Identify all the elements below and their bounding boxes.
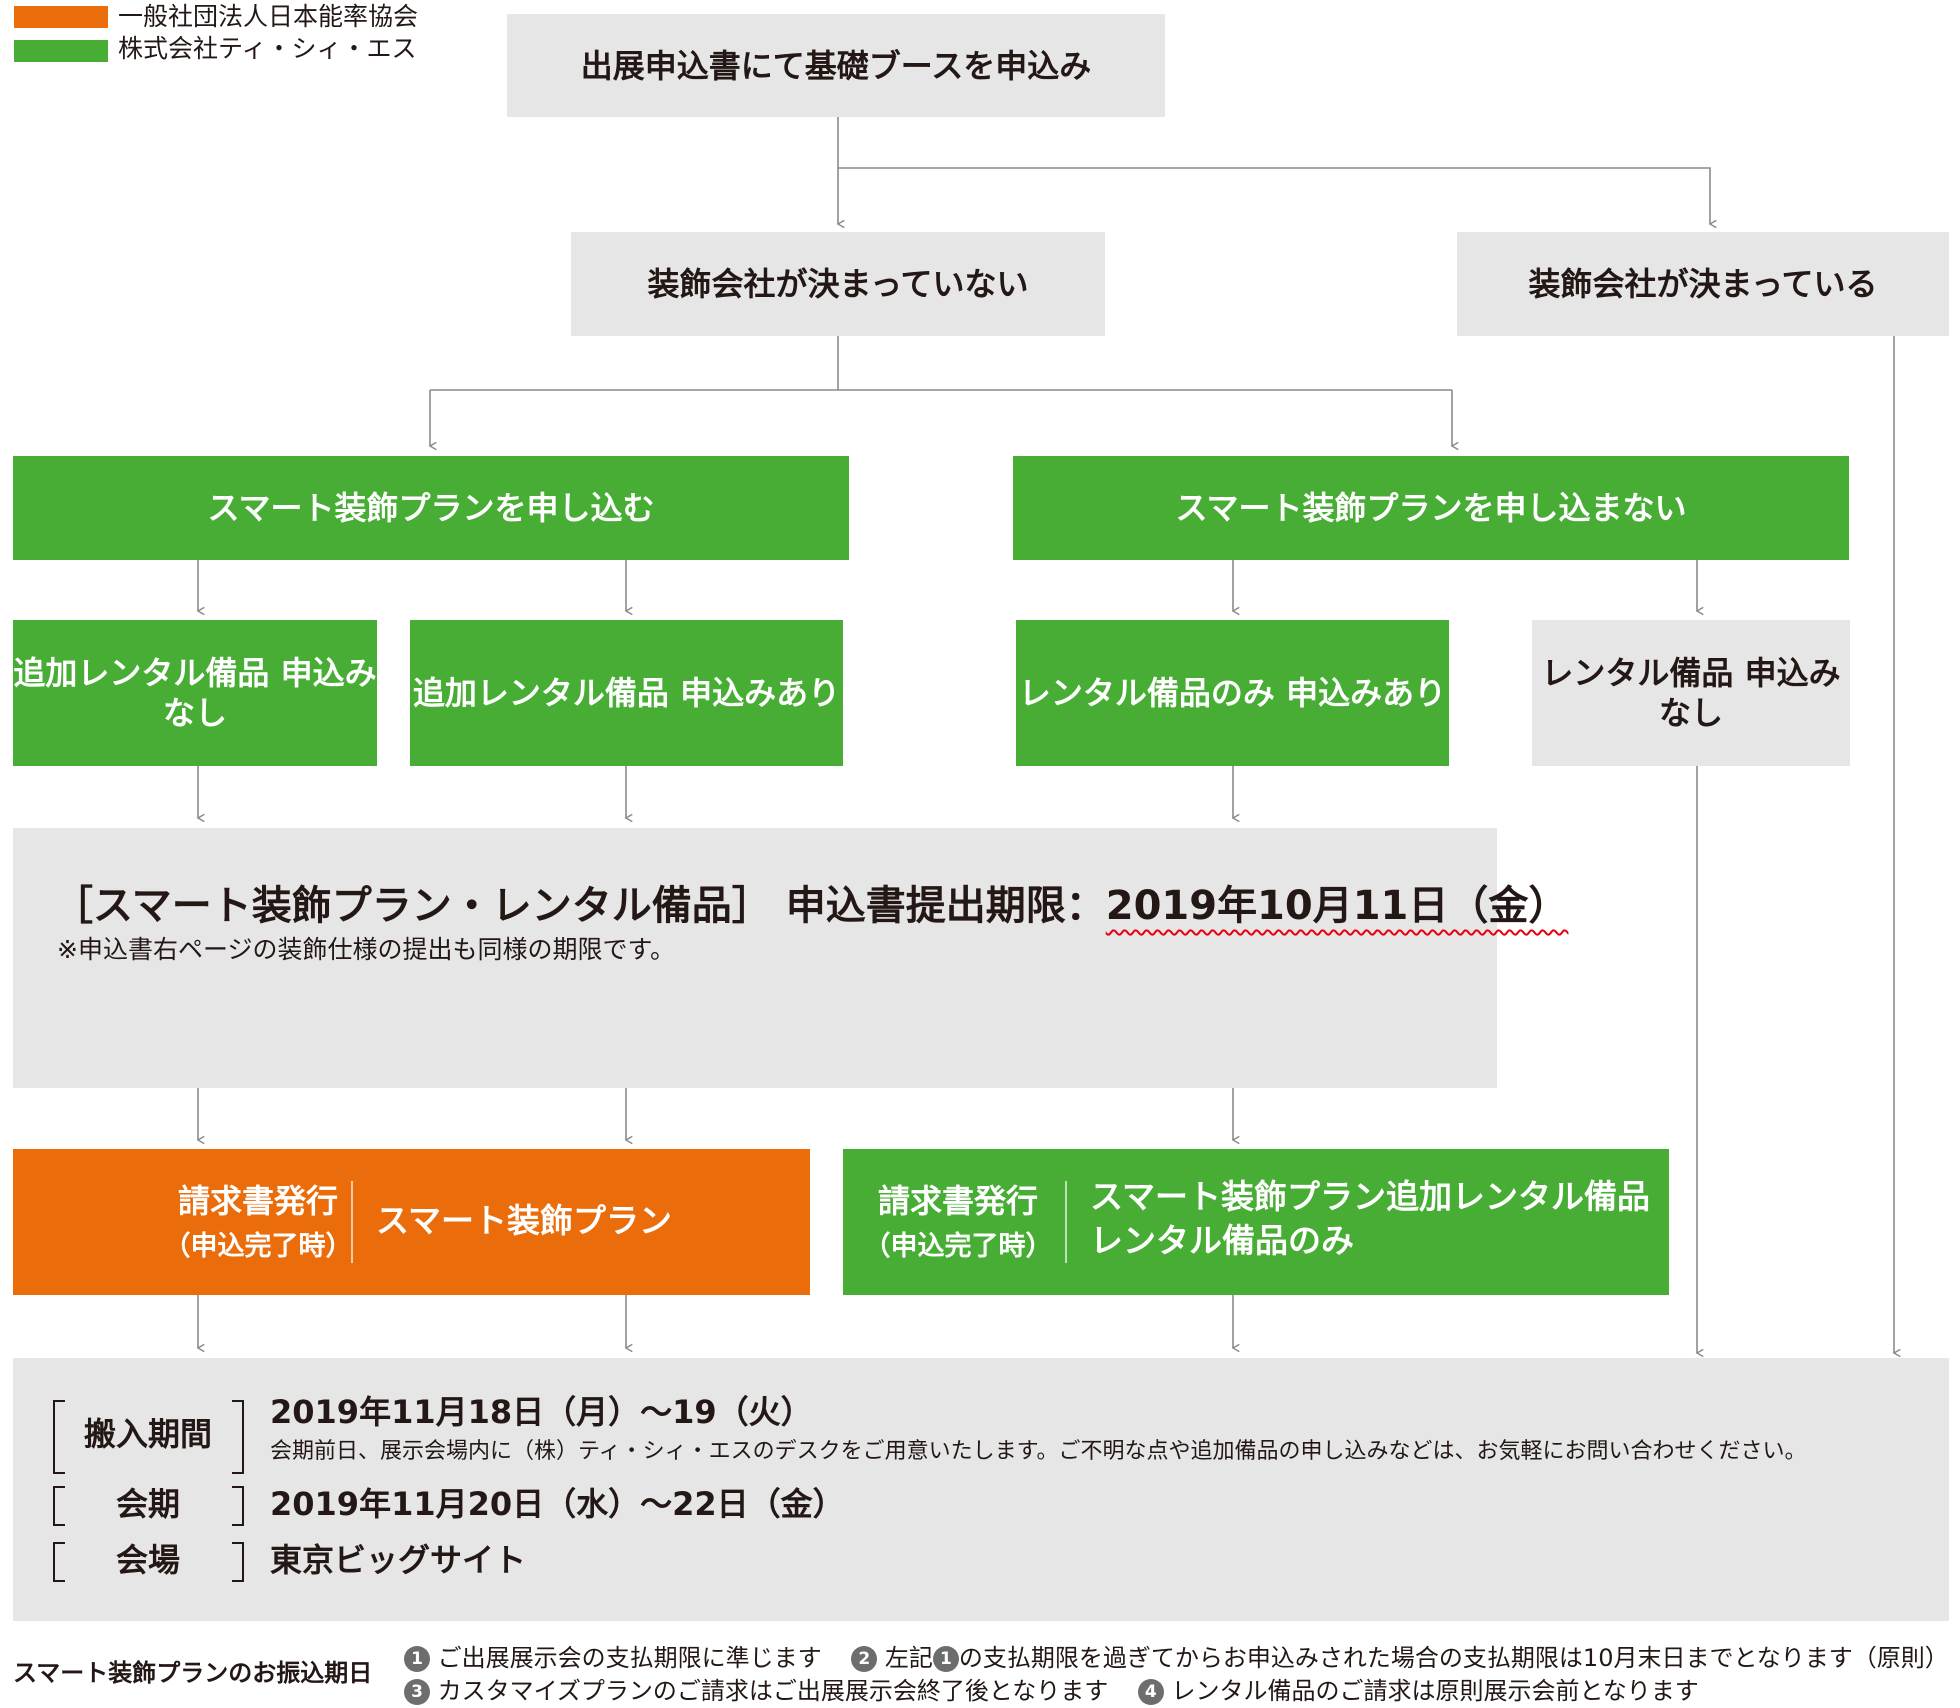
- invoice-jma-sub: （申込完了時）: [163, 1231, 353, 1262]
- deadline-title: ［スマート装飾プラン・レンタル備品］ 申込書提出期限：2019年10月11日（金…: [53, 880, 1568, 932]
- move-in-bracket-left: [53, 1400, 65, 1474]
- deadline-label: ［スマート装飾プラン・レンタル備品］ 申込書提出期限：: [53, 883, 1106, 929]
- period-bracket-left: [53, 1486, 65, 1526]
- payment-text-2b: の支払期限を過ぎてからお申込みされた場合の支払期限は10月末日までとなります（原…: [958, 1644, 1949, 1672]
- venue-value: 東京ビッグサイト: [270, 1541, 527, 1579]
- invoice-jma-divider: [351, 1181, 353, 1263]
- period-label: 会期: [115, 1485, 180, 1523]
- node-extra-rental-yes-line1: 追加レンタル備品: [412, 674, 669, 712]
- node-decorator-undecided-label: 装飾会社が決まっていない: [647, 265, 1029, 303]
- payment-ref-1: 1: [932, 1646, 959, 1672]
- node-decorator-decided: 装飾会社が決まっている: [1457, 232, 1949, 336]
- payment-num-2: 2: [851, 1646, 878, 1672]
- invoice-jma-head: 請求書発行: [177, 1182, 338, 1220]
- node-rental-only-yes-line2: 申込みあり: [1286, 674, 1447, 712]
- node-rental-only-yes: レンタル備品のみ 申込みあり: [1016, 620, 1449, 766]
- node-extra-rental-none-line2: 申込みなし: [162, 654, 377, 732]
- invoice-tcs-item-2: レンタル備品のみ: [1090, 1221, 1354, 1260]
- node-smart-plan-not-apply-label: スマート装飾プランを申し込まない: [1175, 489, 1687, 527]
- payment-text-3: カスタマイズプランのご請求はご出展展示会終了後となります: [437, 1677, 1109, 1705]
- legend-label-jma: 一般社団法人日本能率協会: [118, 2, 419, 31]
- move-in-bracket-right: [232, 1400, 244, 1474]
- invoice-tcs-divider: [1065, 1181, 1067, 1263]
- payment-text-1: ご出展展示会の支払期限に準じます: [437, 1644, 822, 1672]
- invoice-jma: 請求書発行 （申込完了時） スマート装飾プラン: [13, 1149, 810, 1295]
- node-smart-plan-not-apply: スマート装飾プランを申し込まない: [1013, 456, 1849, 560]
- venue-bracket-left: [53, 1542, 65, 1582]
- node-extra-rental-yes-line2: 申込みあり: [680, 674, 841, 712]
- node-extra-rental-none: 追加レンタル備品 申込みなし: [13, 620, 377, 766]
- node-decorator-decided-label: 装飾会社が決まっている: [1528, 265, 1878, 303]
- payment-num-3: 3: [404, 1679, 430, 1705]
- invoice-tcs-item-1: スマート装飾プラン追加レンタル備品: [1090, 1177, 1651, 1216]
- node-rental-none-line2: 申込みなし: [1658, 654, 1841, 732]
- deadline-panel: ［スマート装飾プラン・レンタル備品］ 申込書提出期限：2019年10月11日（金…: [13, 828, 1568, 1088]
- connector-lines: [196, 117, 1901, 1358]
- legend-swatch-orange: [14, 6, 108, 28]
- node-extra-rental-yes: 追加レンタル備品 申込みあり: [410, 620, 843, 766]
- node-decorator-undecided: 装飾会社が決まっていない: [571, 232, 1105, 336]
- event-info-panel: 搬入期間 2019年11月18日（月）～19（火） 会期前日、展示会場内に（株）…: [13, 1358, 1949, 1621]
- node-rental-none: レンタル備品 申込みなし: [1532, 620, 1850, 766]
- period-value: 2019年11月20日（水）～22日（金）: [270, 1485, 845, 1523]
- node-extra-rental-none-line1: 追加レンタル備品: [13, 654, 270, 692]
- node-smart-plan-apply-label: スマート装飾プランを申し込む: [207, 489, 655, 527]
- legend-swatch-green: [14, 40, 108, 62]
- move-in-label: 搬入期間: [83, 1415, 212, 1453]
- invoice-tcs-sub: （申込完了時）: [863, 1231, 1053, 1262]
- invoice-tcs-head: 請求書発行: [877, 1182, 1038, 1220]
- node-apply-basic-booth: 出展申込書にて基礎ブースを申込み: [507, 14, 1165, 117]
- payment-num-1: 1: [404, 1646, 430, 1672]
- legend-label-tcs: 株式会社ティ・シィ・エス: [118, 34, 417, 63]
- node-apply-basic-booth-label: 出展申込書にて基礎ブースを申込み: [580, 46, 1092, 85]
- deadline-note: ※申込書右ページの装飾仕様の提出も同様の期限です。: [57, 935, 675, 964]
- payment-title: スマート装飾プランのお振込期日: [13, 1659, 373, 1687]
- invoice-tcs: 請求書発行 （申込完了時） スマート装飾プラン追加レンタル備品 レンタル備品のみ: [843, 1149, 1669, 1295]
- payment-num-4: 4: [1137, 1679, 1164, 1705]
- period-bracket-right: [232, 1486, 244, 1526]
- payment-text-4: レンタル備品のご請求は原則展示会前となります: [1171, 1677, 1699, 1705]
- move-in-note: 会期前日、展示会場内に（株）ティ・シィ・エスのデスクをご用意いたします。ご不明な…: [270, 1439, 1807, 1464]
- payment-text-2a: 左記: [884, 1644, 933, 1672]
- venue-label: 会場: [115, 1541, 180, 1579]
- node-rental-only-yes-line1: レンタル備品のみ: [1018, 674, 1275, 712]
- payment-line-2: 3 カスタマイズプランのご請求はご出展展示会終了後となります 4 レンタル備品の…: [404, 1675, 1699, 1707]
- venue-bracket-right: [232, 1542, 244, 1582]
- node-rental-none-line1: レンタル備品: [1541, 654, 1734, 692]
- move-in-value: 2019年11月18日（月）～19（火）: [270, 1393, 813, 1431]
- deadline-date: 2019年10月11日（金）: [1105, 883, 1569, 929]
- invoice-jma-item-1: スマート装飾プラン: [376, 1201, 673, 1240]
- node-smart-plan-apply: スマート装飾プランを申し込む: [13, 456, 849, 560]
